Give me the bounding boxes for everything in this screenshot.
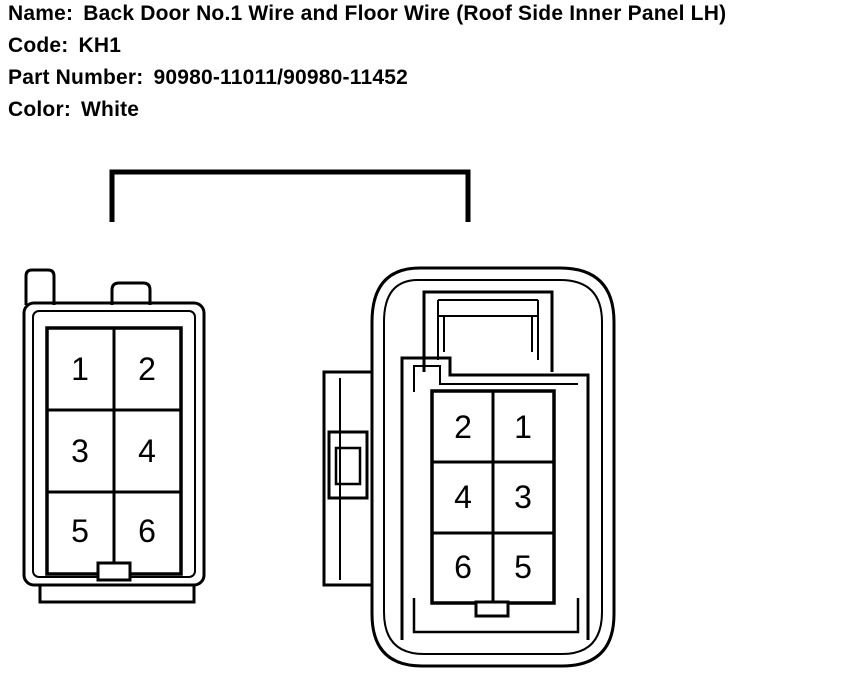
right-pins: 2 1 4 3 6 5 — [454, 409, 532, 585]
left-base-flange — [38, 585, 196, 604]
left-housing — [22, 301, 206, 587]
left-pin-5: 5 — [71, 513, 89, 549]
right-pin-2: 2 — [454, 409, 472, 445]
left-lock-tab — [24, 268, 56, 305]
right-pin-6: 6 — [454, 549, 472, 585]
name-label: Name: — [8, 2, 74, 25]
name-line: Name: Back Door No.1 Wire and Floor Wire … — [8, 2, 726, 26]
code-label: Code: — [8, 34, 69, 57]
right-pin-1: 1 — [514, 409, 532, 445]
right-latch — [474, 600, 510, 618]
right-housing-inner — [383, 279, 603, 655]
mating-bracket — [109, 169, 471, 222]
right-shoulder — [400, 356, 590, 398]
left-pin-2: 2 — [138, 351, 156, 387]
left-pin-1: 1 — [71, 351, 89, 387]
right-top-lock — [422, 290, 554, 372]
right-pin-4: 4 — [454, 479, 472, 515]
right-housing — [370, 266, 616, 668]
part-number-value: 90980-11011/90980-11452 — [153, 66, 408, 89]
color-value: White — [81, 98, 140, 121]
code-line: Code: KH1 — [8, 34, 121, 58]
left-pin-4: 4 — [138, 433, 156, 469]
right-side-lock — [322, 370, 372, 587]
left-pins: 1 2 3 4 5 6 — [71, 351, 156, 549]
part-number-label: Part Number: — [8, 66, 144, 89]
left-top-key — [110, 281, 152, 305]
color-line: Color: White — [8, 98, 139, 122]
right-side-lock-window — [327, 430, 369, 500]
right-pin-5: 5 — [514, 549, 532, 585]
left-latch — [96, 561, 132, 582]
name-value: Back Door No.1 Wire and Floor Wire (Roof… — [83, 2, 727, 25]
color-label: Color: — [8, 98, 72, 121]
left-connector — [22, 268, 206, 604]
right-pin-3: 3 — [514, 479, 532, 515]
part-number-line: Part Number: 90980-11011/90980-11452 — [8, 66, 408, 90]
right-connector — [322, 266, 616, 668]
left-pin-6: 6 — [138, 513, 156, 549]
code-value: KH1 — [78, 34, 122, 57]
left-pin-3: 3 — [71, 433, 89, 469]
